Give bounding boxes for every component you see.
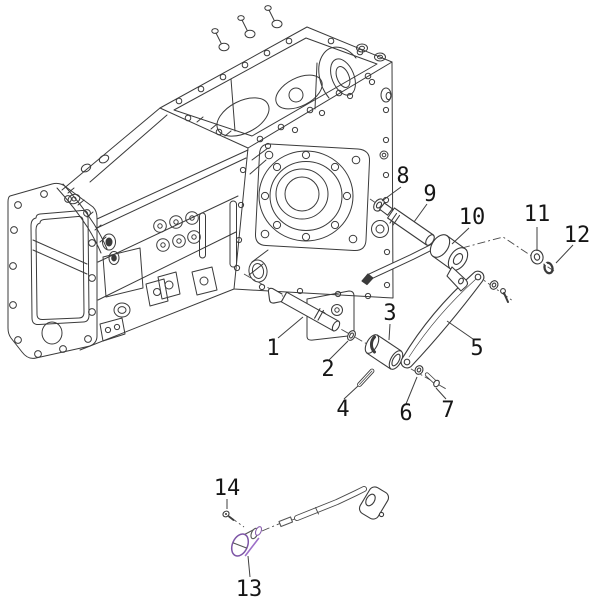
- callout-2[interactable]: 2: [321, 340, 349, 382]
- callout-1[interactable]: 1: [266, 316, 304, 361]
- callout-5[interactable]: 5: [446, 320, 484, 361]
- callout-3-label[interactable]: 3: [383, 301, 396, 326]
- leader-line-10: [451, 227, 470, 245]
- leader-line-5: [446, 320, 474, 340]
- boss-cluster: [153, 211, 201, 252]
- part-4-roll-pin: [357, 368, 375, 387]
- leader-line-6: [405, 376, 418, 405]
- leader-line-1: [277, 316, 304, 339]
- leader-line-7: [435, 387, 447, 400]
- callout-10[interactable]: 10: [451, 205, 486, 245]
- leader-line-4: [343, 385, 359, 400]
- callout-12-label[interactable]: 12: [564, 223, 591, 248]
- mounting-tabs: [99, 266, 355, 342]
- callout-14-label[interactable]: 14: [214, 476, 241, 501]
- callout-7[interactable]: 7: [435, 387, 455, 423]
- callout-12[interactable]: 12: [555, 223, 591, 264]
- callout-8[interactable]: 8: [381, 164, 410, 202]
- callout-5-label[interactable]: 5: [470, 336, 483, 361]
- part-9-pivot-shaft: [379, 202, 435, 246]
- part-6-washer: [414, 365, 424, 375]
- front-flange: [7, 182, 98, 359]
- callout-13[interactable]: 13: [236, 555, 263, 602]
- transmission-housing-drawing: [7, 5, 394, 359]
- part-1-shift-shaft: [267, 287, 341, 332]
- housing-rear-face: [229, 46, 394, 300]
- part-5-lever: [400, 270, 485, 369]
- part-7-pin: [424, 372, 440, 388]
- knob-highlighted: [230, 526, 263, 557]
- part-11-washer: [530, 249, 544, 265]
- housing-top-flange: [159, 5, 393, 149]
- housing-body: [56, 107, 355, 351]
- callout-10-label[interactable]: 10: [459, 205, 486, 230]
- callout-11-label[interactable]: 11: [524, 202, 551, 227]
- callout-3[interactable]: 3: [383, 301, 397, 341]
- stud-bosses: [211, 5, 386, 62]
- callout-2-label[interactable]: 2: [321, 357, 334, 382]
- callout-6[interactable]: 6: [399, 376, 418, 426]
- part-12-snap-ring: [543, 261, 554, 275]
- callout-14[interactable]: 14: [214, 476, 241, 509]
- leader-line-2: [328, 340, 349, 361]
- leader-line-12: [555, 244, 574, 264]
- callout-6-label[interactable]: 6: [399, 401, 412, 426]
- leader-line-9: [413, 203, 428, 223]
- part-5-end-washer: [489, 280, 499, 290]
- part-5-end-pin: [500, 288, 509, 303]
- callout-7-label[interactable]: 7: [441, 398, 454, 423]
- callout-13-label[interactable]: 13: [236, 577, 263, 602]
- part-2-o-ring: [347, 330, 356, 341]
- callout-4[interactable]: 4: [336, 385, 359, 422]
- callout-9-label[interactable]: 9: [423, 182, 436, 207]
- callout-9[interactable]: 9: [413, 182, 437, 223]
- part-13-gear-lever: [230, 486, 390, 557]
- part-3-coupler: [364, 334, 404, 370]
- leader-line-8: [381, 186, 402, 202]
- bearing-boss: [254, 143, 371, 252]
- callout-11[interactable]: 11: [524, 202, 551, 251]
- part-10-lever-arm: [361, 234, 469, 292]
- leader-line-3: [388, 323, 391, 341]
- callout-8-label[interactable]: 8: [396, 164, 409, 189]
- callouts: 1 2 3 4 5 6 7 8: [214, 164, 591, 602]
- part-14-set-screw: [222, 510, 235, 521]
- leader-line-13: [247, 555, 251, 578]
- callout-4-label[interactable]: 4: [336, 397, 349, 422]
- callout-1-label[interactable]: 1: [266, 336, 279, 361]
